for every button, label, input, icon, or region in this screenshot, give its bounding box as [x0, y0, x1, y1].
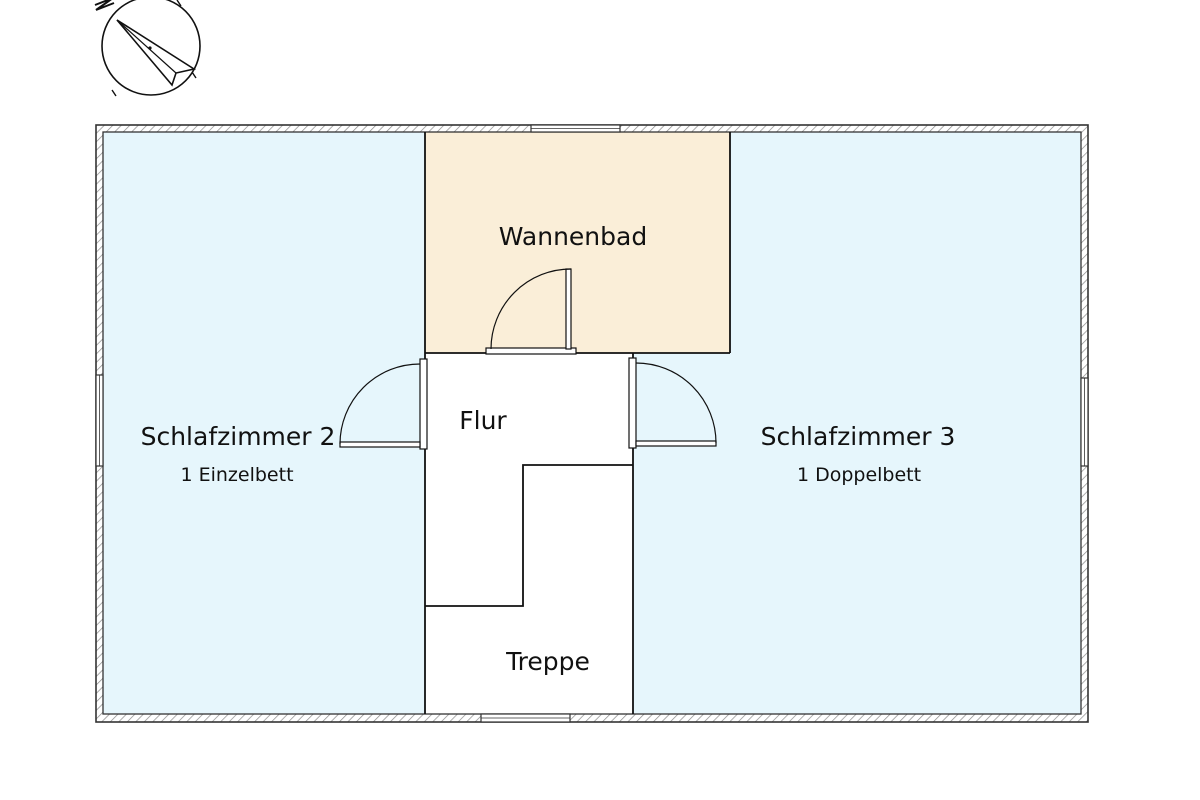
room-beds-bedroom-2: 1 Einzelbett — [180, 464, 293, 486]
room-label-stairs: Treppe — [505, 647, 590, 676]
windows — [95, 124, 1089, 723]
room-label-hall: Flur — [459, 406, 507, 435]
room-label-bedroom-3: Schlafzimmer 3 — [761, 422, 956, 451]
door-bedroom-3 — [628, 357, 717, 449]
room-label-bath: Wannenbad — [499, 222, 647, 251]
hall-area — [425, 353, 633, 714]
door-bedroom-2 — [339, 358, 428, 450]
door-bath — [485, 268, 577, 355]
north-letter — [94, 0, 115, 11]
room-label-bedroom-2: Schlafzimmer 2 — [141, 422, 336, 451]
stair-outline — [425, 464, 633, 607]
bedroom-2-area — [103, 132, 425, 714]
room-beds-bedroom-3: 1 Doppelbett — [797, 464, 921, 486]
bath-area — [425, 132, 730, 353]
north-arrow-icon — [94, 0, 201, 97]
interior-walls — [424, 132, 731, 714]
